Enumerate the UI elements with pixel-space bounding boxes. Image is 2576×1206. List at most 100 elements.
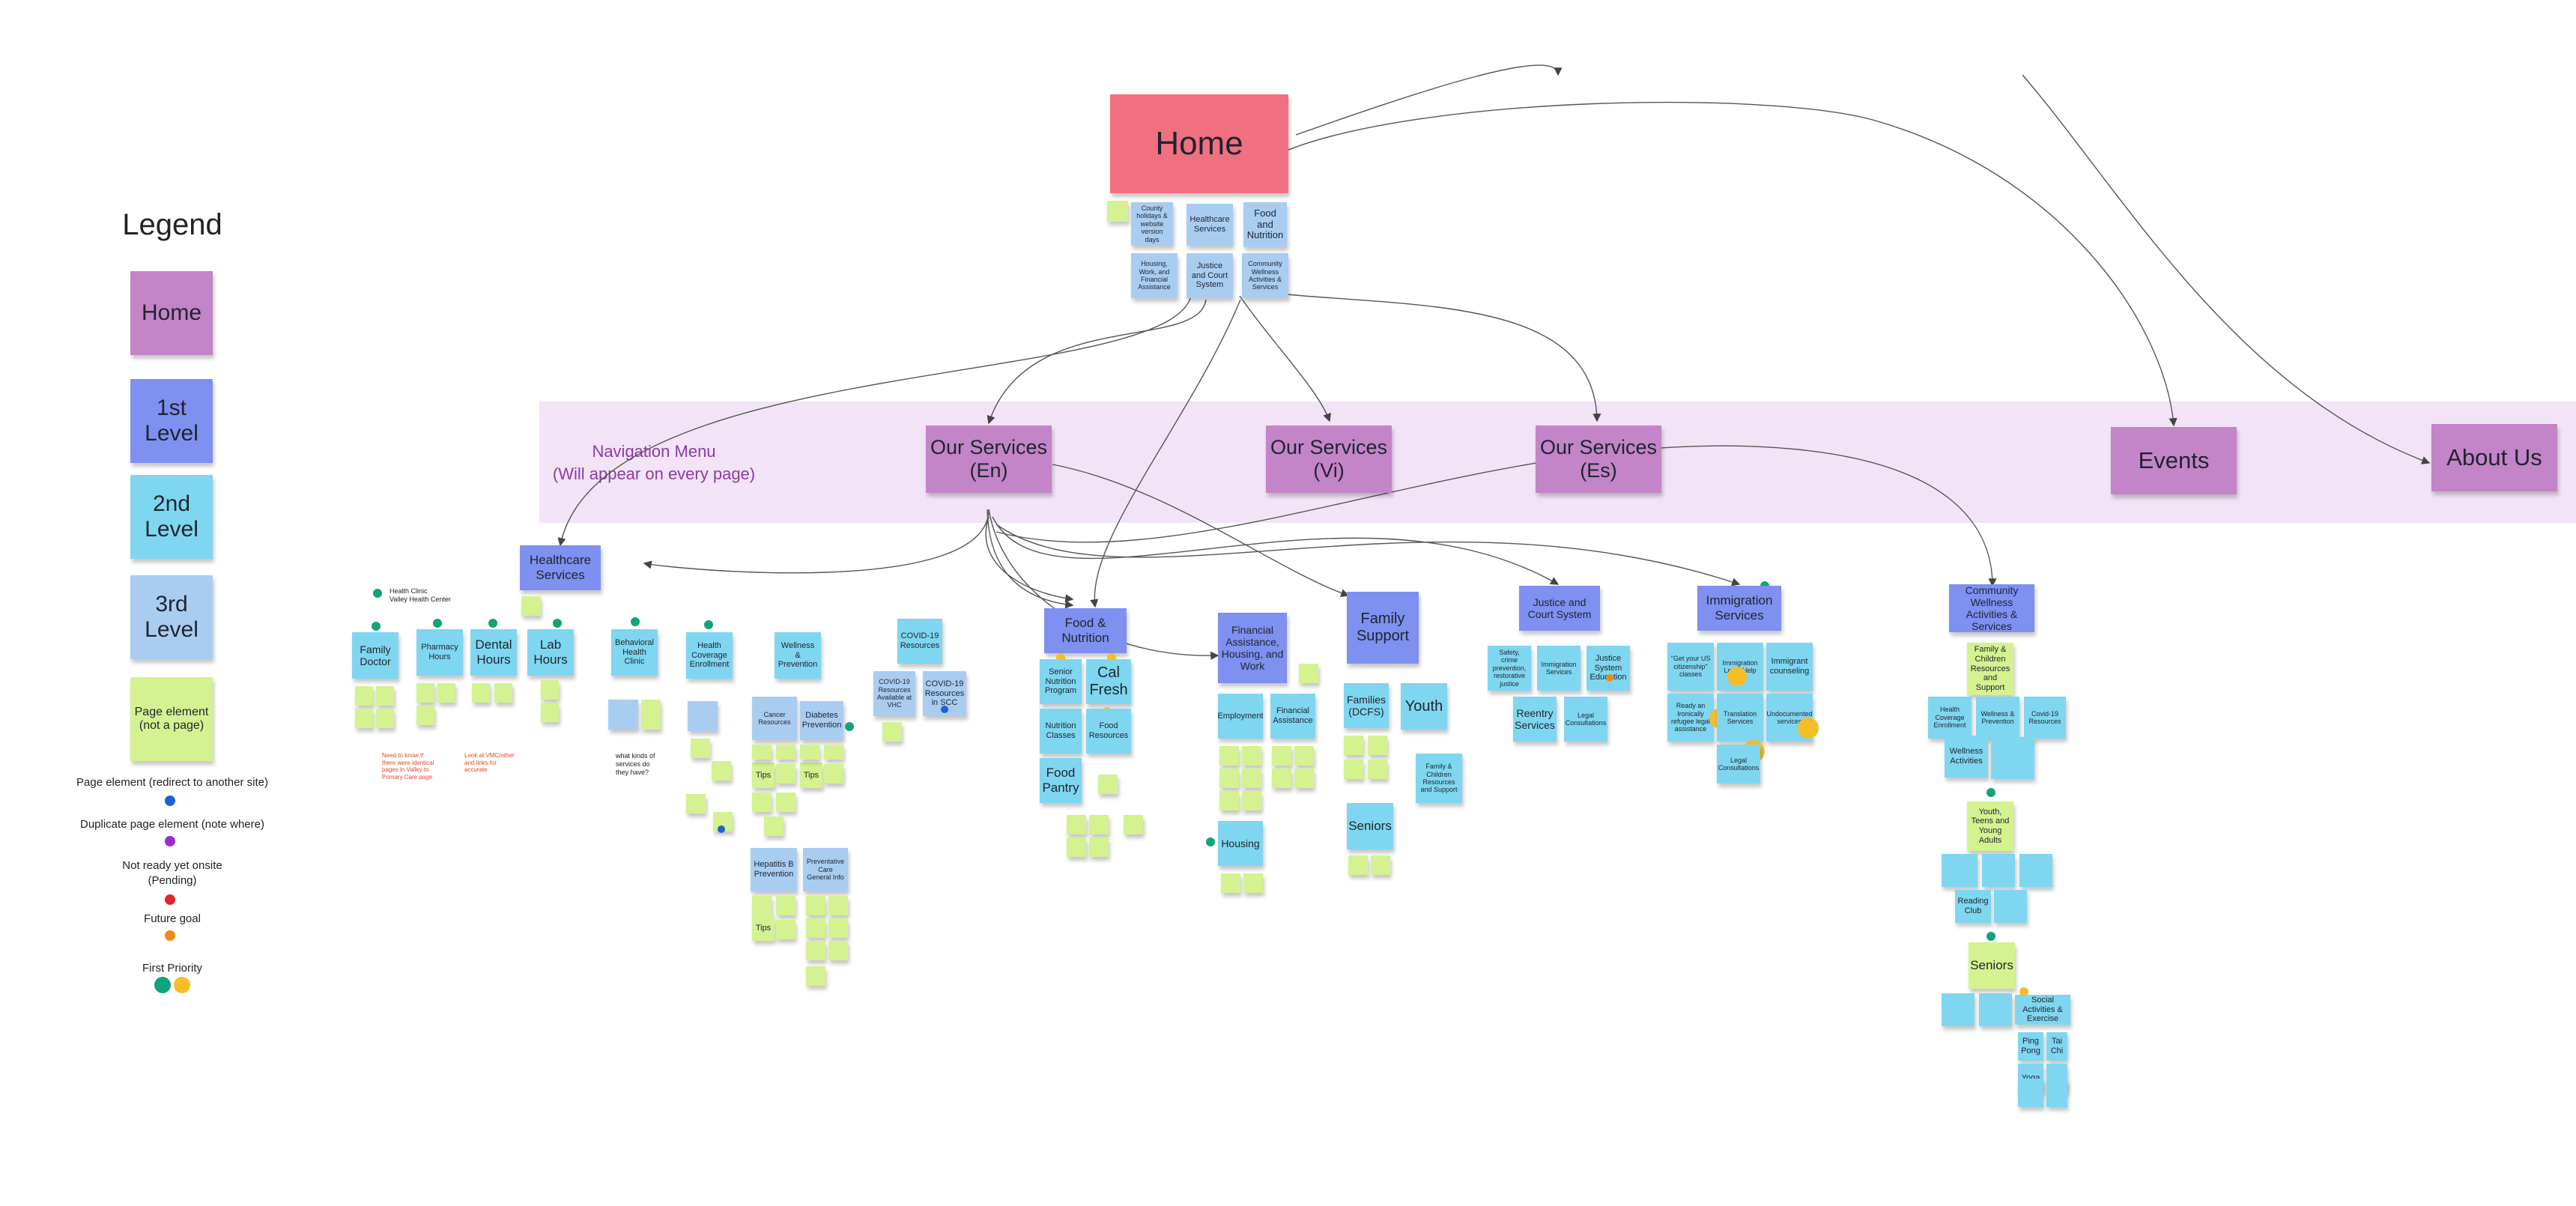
behavioral-health-node: Behavioral Health Clinic bbox=[611, 629, 658, 676]
legend-third-level: 3rd Level bbox=[130, 575, 213, 659]
legend-second-level: 2nd Level bbox=[130, 475, 213, 559]
legend-redirect-dot bbox=[165, 796, 175, 806]
home-node: Home bbox=[1110, 94, 1288, 193]
food-nutrition-node: Food & Nutrition bbox=[1044, 608, 1127, 653]
wp-pe-6 bbox=[764, 816, 784, 836]
dental-dot bbox=[488, 619, 497, 628]
financial-assistance-node: Financial Assistance, Housing, and Work bbox=[1218, 613, 1287, 683]
wp-pe-8 bbox=[824, 745, 843, 760]
legend-duplicate-dot bbox=[165, 836, 175, 846]
reentry-services-node: Reentry Services bbox=[1513, 697, 1557, 742]
family-pe-4 bbox=[1368, 760, 1387, 779]
pc-pe-1 bbox=[806, 896, 825, 915]
coverage-pe-2 bbox=[712, 761, 731, 781]
lab-dot bbox=[553, 619, 562, 628]
fin-pe-2 bbox=[1242, 746, 1261, 766]
behavioral-pe bbox=[641, 700, 661, 730]
food-resources-node: Food Resources bbox=[1086, 709, 1131, 754]
pc-pe-5 bbox=[806, 941, 825, 960]
employment-node: Employment bbox=[1218, 694, 1263, 739]
preventative-care-node: Preventative Care General Info bbox=[803, 848, 848, 891]
wp-pe-4 bbox=[752, 793, 772, 812]
diabetes-prevention-node: Diabetes Prevention bbox=[800, 701, 843, 740]
family-pe-3 bbox=[1344, 760, 1363, 779]
justice-court-node: Justice and Court System bbox=[1519, 586, 1600, 631]
community-wellness-prevention-node: Wellness & Prevention bbox=[1976, 697, 2019, 739]
community-health-coverage-node: Health Coverage Enrollment bbox=[1928, 697, 1972, 739]
refugee-legal-node: Ready an Ironically refugee legal assist… bbox=[1667, 694, 1714, 742]
food-pe-3 bbox=[1089, 815, 1109, 834]
community-wellness-node: Community Wellness Activities & Services bbox=[1949, 584, 2034, 632]
home-child-housing: Housing, Work, and Financial Assistance bbox=[1131, 253, 1178, 298]
legend-redirect-label: Page element (redirect to another site) bbox=[76, 776, 268, 789]
dental-hours-node: Dental Hours bbox=[470, 629, 517, 676]
link-en-family bbox=[1052, 464, 1350, 598]
coverage-redirect-dot bbox=[718, 825, 725, 833]
seniors-family-node: Seniors bbox=[1347, 803, 1393, 849]
legal-help-dot bbox=[1727, 667, 1747, 686]
hepatitis-b-node: Hepatitis B Prevention bbox=[751, 848, 797, 891]
legend-page-element: Page element (not a page) bbox=[130, 677, 213, 761]
translation-services-node: Translation Services bbox=[1717, 694, 1763, 742]
wellness-prevention-node: Wellness & Prevention bbox=[775, 632, 821, 679]
fin-pe-5 bbox=[1219, 791, 1239, 810]
family-pe-1 bbox=[1344, 736, 1363, 755]
clinic-priority-dot bbox=[373, 589, 382, 598]
question-note: what kinds of services do they have? bbox=[616, 752, 655, 776]
fin-pe-7 bbox=[1272, 746, 1291, 766]
hc-pe-1 bbox=[355, 686, 373, 706]
hep-pe-2 bbox=[776, 896, 795, 915]
wellness-activities-node: Wellness Activities bbox=[1945, 736, 1988, 778]
health-clinic-note: Health Clinic Valley Health Center bbox=[390, 587, 451, 603]
food-pe-1 bbox=[1098, 775, 1118, 794]
housing-dot bbox=[1206, 837, 1215, 846]
fin-pe-9 bbox=[1272, 769, 1291, 788]
pharmacy-hours-node: Pharmacy Hours bbox=[416, 629, 463, 676]
cancer-resources-node: Cancer Resources bbox=[752, 697, 797, 740]
link-en-food bbox=[987, 509, 1074, 609]
home-child-justice: Justice and Court System bbox=[1187, 253, 1233, 298]
community-family-children-node: Family & Children Resources and Support bbox=[1967, 643, 2013, 695]
community-seniors-node: Seniors bbox=[1969, 942, 2015, 989]
health-coverage-node: Health Coverage Enrollment bbox=[686, 632, 733, 679]
legend-first-priority-label: First Priority bbox=[142, 962, 202, 975]
link-en-justice bbox=[992, 516, 1560, 585]
youth-sub-4 bbox=[1994, 890, 2027, 923]
fin-pe-6 bbox=[1242, 791, 1261, 810]
coverage-pe-3 bbox=[686, 794, 706, 813]
coverage-sub bbox=[688, 701, 718, 731]
hc-pe-6 bbox=[416, 706, 434, 725]
seniors-pe-2 bbox=[1371, 855, 1390, 875]
fin-pe-8 bbox=[1294, 746, 1314, 766]
social-sub-2 bbox=[2018, 1079, 2043, 1107]
nav-our-services-en: Our Services (En) bbox=[926, 425, 1052, 493]
pharmacy-dot bbox=[433, 619, 442, 628]
hep-pe-1 bbox=[752, 896, 772, 915]
family-pe-2 bbox=[1368, 736, 1387, 755]
hc-pe-3 bbox=[376, 686, 394, 706]
legend-first-priority-green-dot bbox=[154, 977, 171, 993]
legend-pending-label: Not ready yet onsite (Pending) bbox=[122, 859, 222, 888]
financial-pe-top bbox=[1299, 664, 1318, 683]
lab-hours-node: Lab Hours bbox=[527, 629, 574, 676]
diabetes-dot bbox=[845, 722, 854, 731]
nutrition-classes-node: Nutrition Classes bbox=[1040, 709, 1082, 754]
youth-sub-3 bbox=[2019, 854, 2052, 887]
pc-pe-2 bbox=[828, 896, 848, 915]
wp-pe-5 bbox=[776, 793, 795, 812]
legend-duplicate-label: Duplicate page element (note where) bbox=[80, 818, 264, 831]
tips-note-1: Tips bbox=[752, 763, 775, 788]
fin-pe-4 bbox=[1242, 769, 1261, 788]
legend-first-level: 1st Level bbox=[130, 379, 213, 463]
food-pe-5 bbox=[1089, 837, 1109, 857]
social-sub-3 bbox=[2046, 1079, 2067, 1107]
coverage-pe-1 bbox=[691, 739, 710, 758]
justice-education-dot bbox=[1606, 674, 1613, 682]
legend-first-priority-yellow-dot bbox=[174, 977, 190, 993]
link-home-top bbox=[1295, 64, 1563, 136]
community-seniors-dot bbox=[1986, 932, 1995, 941]
families-dcfs-node: Families (DCFS) bbox=[1344, 683, 1389, 728]
financial-assistance-sub-node: Financial Assistance bbox=[1270, 694, 1315, 739]
